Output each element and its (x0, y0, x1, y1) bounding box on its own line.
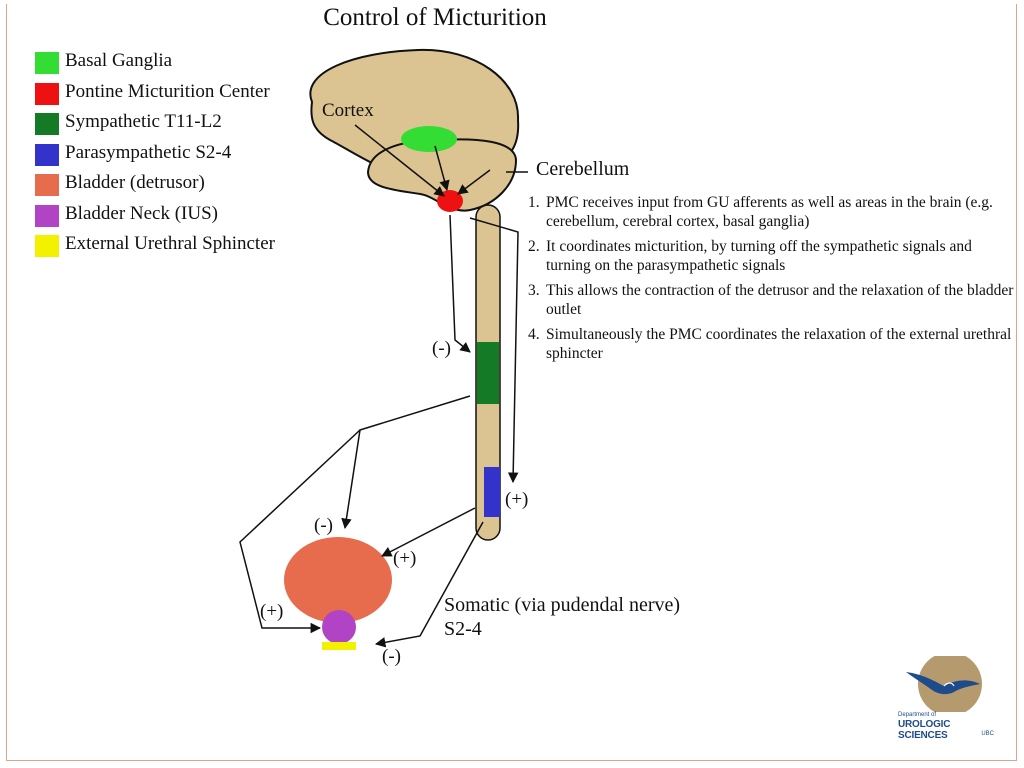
note-text: PMC receives input from GU afferents as … (546, 194, 993, 230)
legend-swatch (35, 174, 59, 196)
legend-swatch (35, 204, 59, 227)
basal-ganglia-arrow (434, 145, 450, 192)
legend-swatch (35, 82, 59, 105)
cortex-label: Cortex (322, 100, 374, 121)
legend-label: Sympathetic T11-L2 (65, 111, 222, 132)
detrusor-inhibit-sign: (-) (314, 515, 333, 536)
note-text: This allows the contraction of the detru… (546, 282, 1014, 318)
legend-label: Bladder (detrusor) (65, 172, 205, 193)
bladder-detrusor (284, 537, 392, 623)
legend-label: Pontine Micturition Center (65, 80, 270, 102)
slide-frame (6, 4, 1017, 761)
cortex-arrow (354, 124, 445, 197)
sympathetic-segment (477, 342, 499, 404)
logo-ubc: UBC (981, 731, 994, 737)
sympathetic-pathway (449, 214, 471, 353)
logo-department: Department of (898, 712, 937, 718)
cerebellum-label: Cerebellum (536, 158, 630, 180)
sphincter-sign: (-) (382, 646, 401, 667)
urologic-sciences-logo: Department of UROLOGIC SCIENCES UBC (898, 652, 998, 746)
note-text: Simultaneously the PMC coordinates the r… (546, 326, 1012, 362)
sympathetic-sign: (-) (432, 338, 451, 359)
note-number: 3. (528, 282, 540, 299)
legend-label: Basal Ganglia (65, 50, 173, 71)
legend-swatch (35, 52, 59, 74)
somatic-label-line1: Somatic (via pudendal nerve) (444, 594, 681, 616)
notes-list: 1. PMC receives input from GU afferents … (528, 193, 1018, 369)
page-title: Control of Micturition (323, 4, 547, 31)
external-urethral-sphincter (322, 642, 356, 650)
detrusor-excite-sign: (+) (393, 548, 417, 569)
cerebellum-arrow (457, 169, 491, 195)
note-number: 2. (528, 238, 540, 255)
bladder-neck (322, 610, 356, 644)
legend-swatch (35, 113, 59, 135)
note-item: 3. This allows the contraction of the de… (528, 281, 1018, 319)
legend-swatch (35, 235, 59, 257)
legend-label: Parasympathetic S2-4 (65, 141, 232, 163)
note-item: 4. Simultaneously the PMC coordinates th… (528, 325, 1018, 363)
basal-ganglia (401, 126, 457, 152)
note-text: It coordinates micturition, by turning o… (546, 238, 972, 274)
note-number: 4. (528, 326, 540, 343)
legend-swatch (35, 143, 59, 166)
legend-label: Bladder Neck (IUS) (65, 202, 219, 224)
parasympathetic-pathway (469, 217, 519, 484)
legend-label: External Urethral Sphincter (65, 233, 275, 254)
bladder-neck-sign: (+) (260, 601, 284, 622)
note-number: 1. (528, 194, 540, 211)
somatic-to-sphincter (374, 521, 484, 648)
logo-name: UROLOGIC SCIENCES (898, 719, 951, 741)
eagle-icon (906, 652, 982, 716)
somatic-label-line2: S2-4 (444, 618, 482, 640)
parasympathetic-to-detrusor (381, 507, 476, 557)
sympathetic-to-bladder (341, 395, 471, 530)
note-item: 2. It coordinates micturition, by turnin… (528, 237, 1018, 275)
parasympathetic-segment (484, 467, 500, 517)
parasympathetic-sign: (+) (505, 489, 529, 510)
sympathetic-to-neck (239, 429, 361, 634)
note-item: 1. PMC receives input from GU afferents … (528, 193, 1018, 231)
